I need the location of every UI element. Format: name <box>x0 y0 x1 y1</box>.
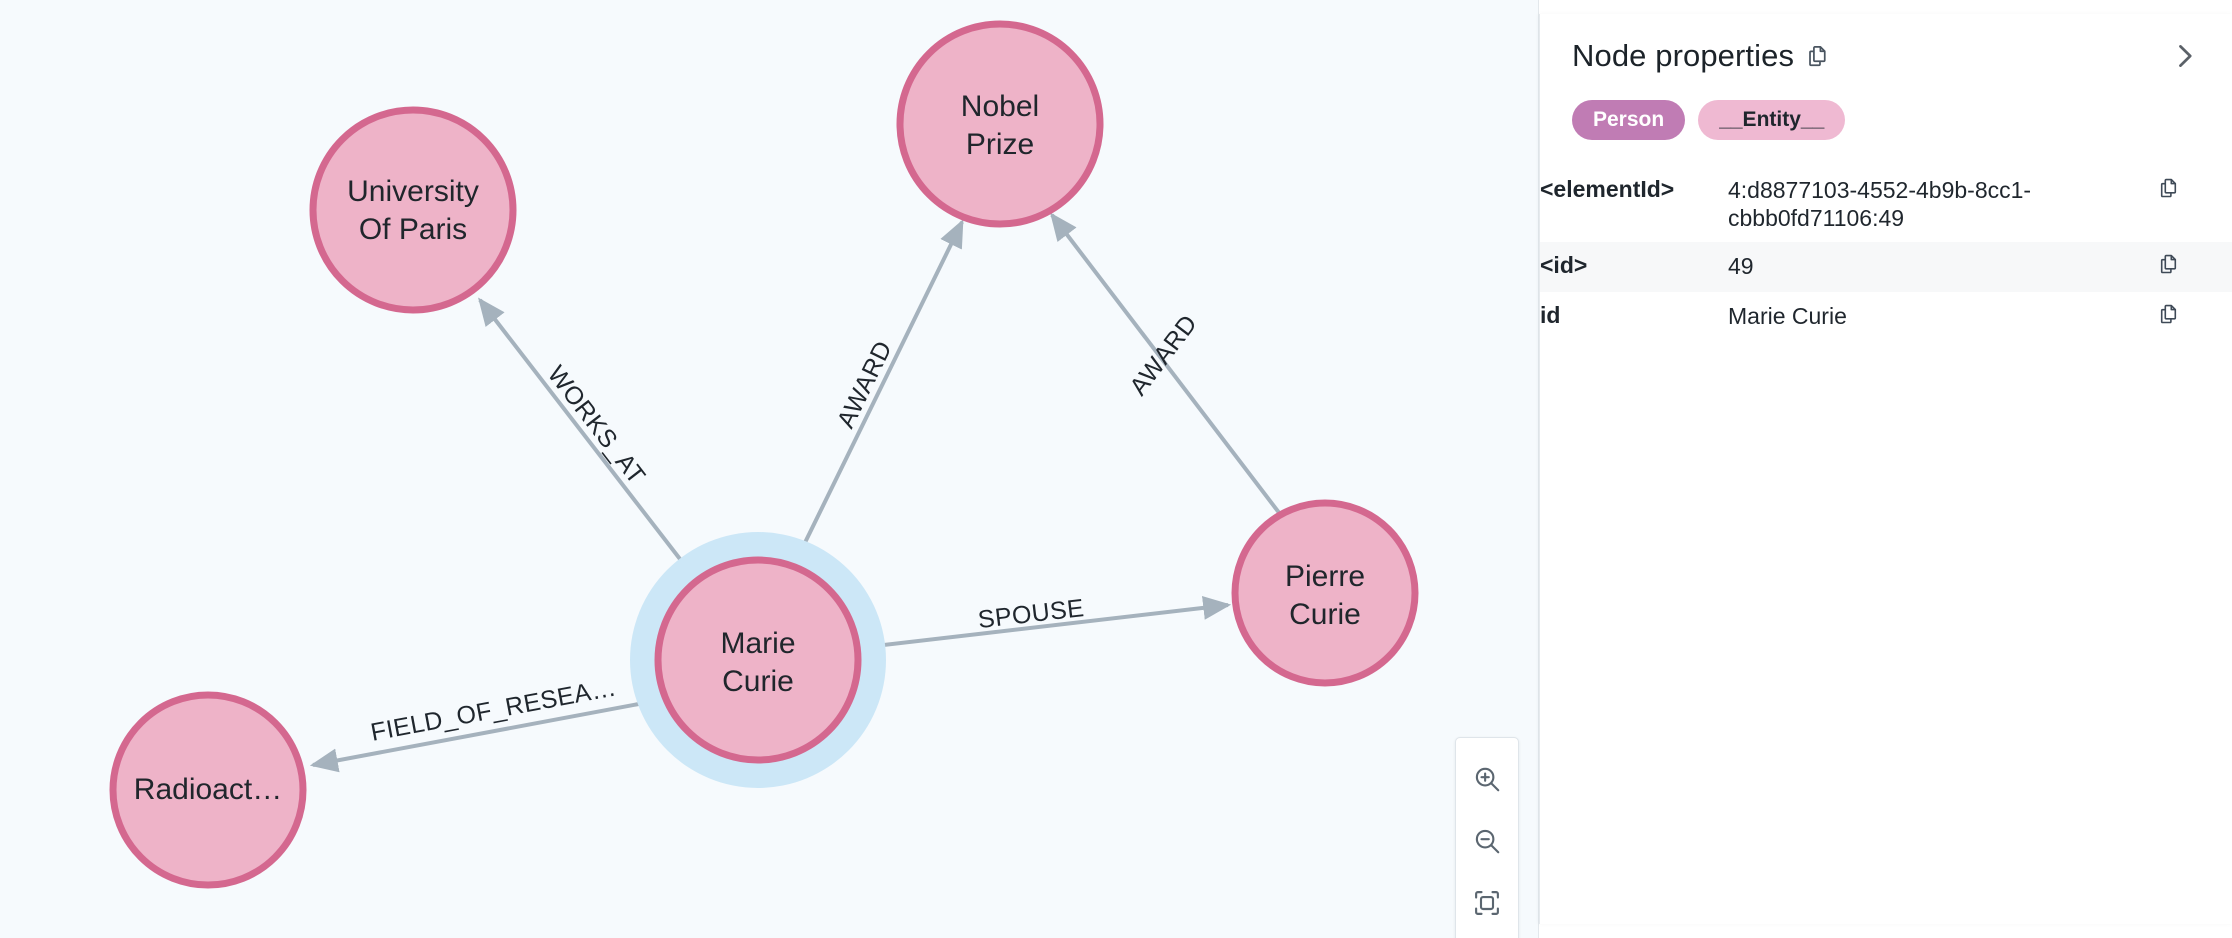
edge-label-field-of-research: FIELD_OF_RESEA… <box>369 673 619 746</box>
graph-node-radioactivity[interactable]: Radioact… <box>109 691 307 889</box>
panel-title: Node properties <box>1572 38 1795 73</box>
zoom-controls <box>1455 737 1519 938</box>
table-row: id Marie Curie <box>1540 292 2232 342</box>
panel-header: Node properties <box>1540 14 2232 76</box>
property-key: <id> <box>1540 252 1588 279</box>
property-key: id <box>1540 302 1561 329</box>
graph-node-university-of-paris[interactable]: University Of Paris <box>309 106 517 314</box>
zoom-in-icon <box>1472 764 1502 794</box>
graph-visualization[interactable]: WORKS_AT AWARD AWARD SPOUSE FIELD_OF_RES… <box>0 0 1538 938</box>
graph-canvas[interactable]: WORKS_AT AWARD AWARD SPOUSE FIELD_OF_RES… <box>0 0 1538 938</box>
node-label-badge-person[interactable]: Person <box>1572 100 1686 141</box>
node-properties-table: <elementId> 4:d8877103-4552-4b9b-8cc1-cb… <box>1540 166 2232 342</box>
zoom-in-button[interactable] <box>1456 748 1518 810</box>
graph-node-nobel-prize[interactable]: Nobel Prize <box>896 20 1104 228</box>
fit-to-screen-button[interactable] <box>1456 872 1518 934</box>
edge-field-of-research[interactable]: FIELD_OF_RESEA… <box>309 673 661 773</box>
node-label-badge-entity[interactable]: __Entity__ <box>1698 100 1846 141</box>
copy-icon[interactable] <box>1806 43 1832 69</box>
edge-label-spouse: SPOUSE <box>977 594 1086 634</box>
edge-award-marie[interactable]: AWARD <box>793 219 964 564</box>
edge-spouse[interactable]: SPOUSE <box>857 594 1232 650</box>
node-labels-badges: Person __Entity__ <box>1540 76 2232 141</box>
table-row: <elementId> 4:d8877103-4552-4b9b-8cc1-cb… <box>1540 166 2232 242</box>
property-key: <elementId> <box>1540 176 1675 203</box>
chevron-right-icon[interactable] <box>2164 36 2204 76</box>
property-value: 49 <box>1728 253 1754 280</box>
zoom-out-icon <box>1472 826 1502 856</box>
edge-works-at[interactable]: WORKS_AT <box>478 297 692 574</box>
edge-award-pierre[interactable]: AWARD <box>1050 212 1282 516</box>
node-properties-panel: Node properties Person __Entity__ <box>1538 0 2232 938</box>
fit-to-screen-icon <box>1472 888 1502 918</box>
table-row: <id> 49 <box>1540 242 2232 293</box>
edge-label-works-at: WORKS_AT <box>542 361 651 490</box>
zoom-out-button[interactable] <box>1456 810 1518 872</box>
graph-node-marie-curie[interactable]: Marie Curie <box>630 532 886 788</box>
graph-node-pierre-curie[interactable]: Pierre Curie <box>1231 499 1419 687</box>
property-value: 4:d8877103-4552-4b9b-8cc1-cbbb0fd71106:4… <box>1728 177 2032 232</box>
property-value: Marie Curie <box>1728 303 1847 330</box>
copy-icon[interactable] <box>2158 252 2182 276</box>
copy-icon[interactable] <box>2158 176 2182 200</box>
copy-icon[interactable] <box>2158 302 2182 326</box>
